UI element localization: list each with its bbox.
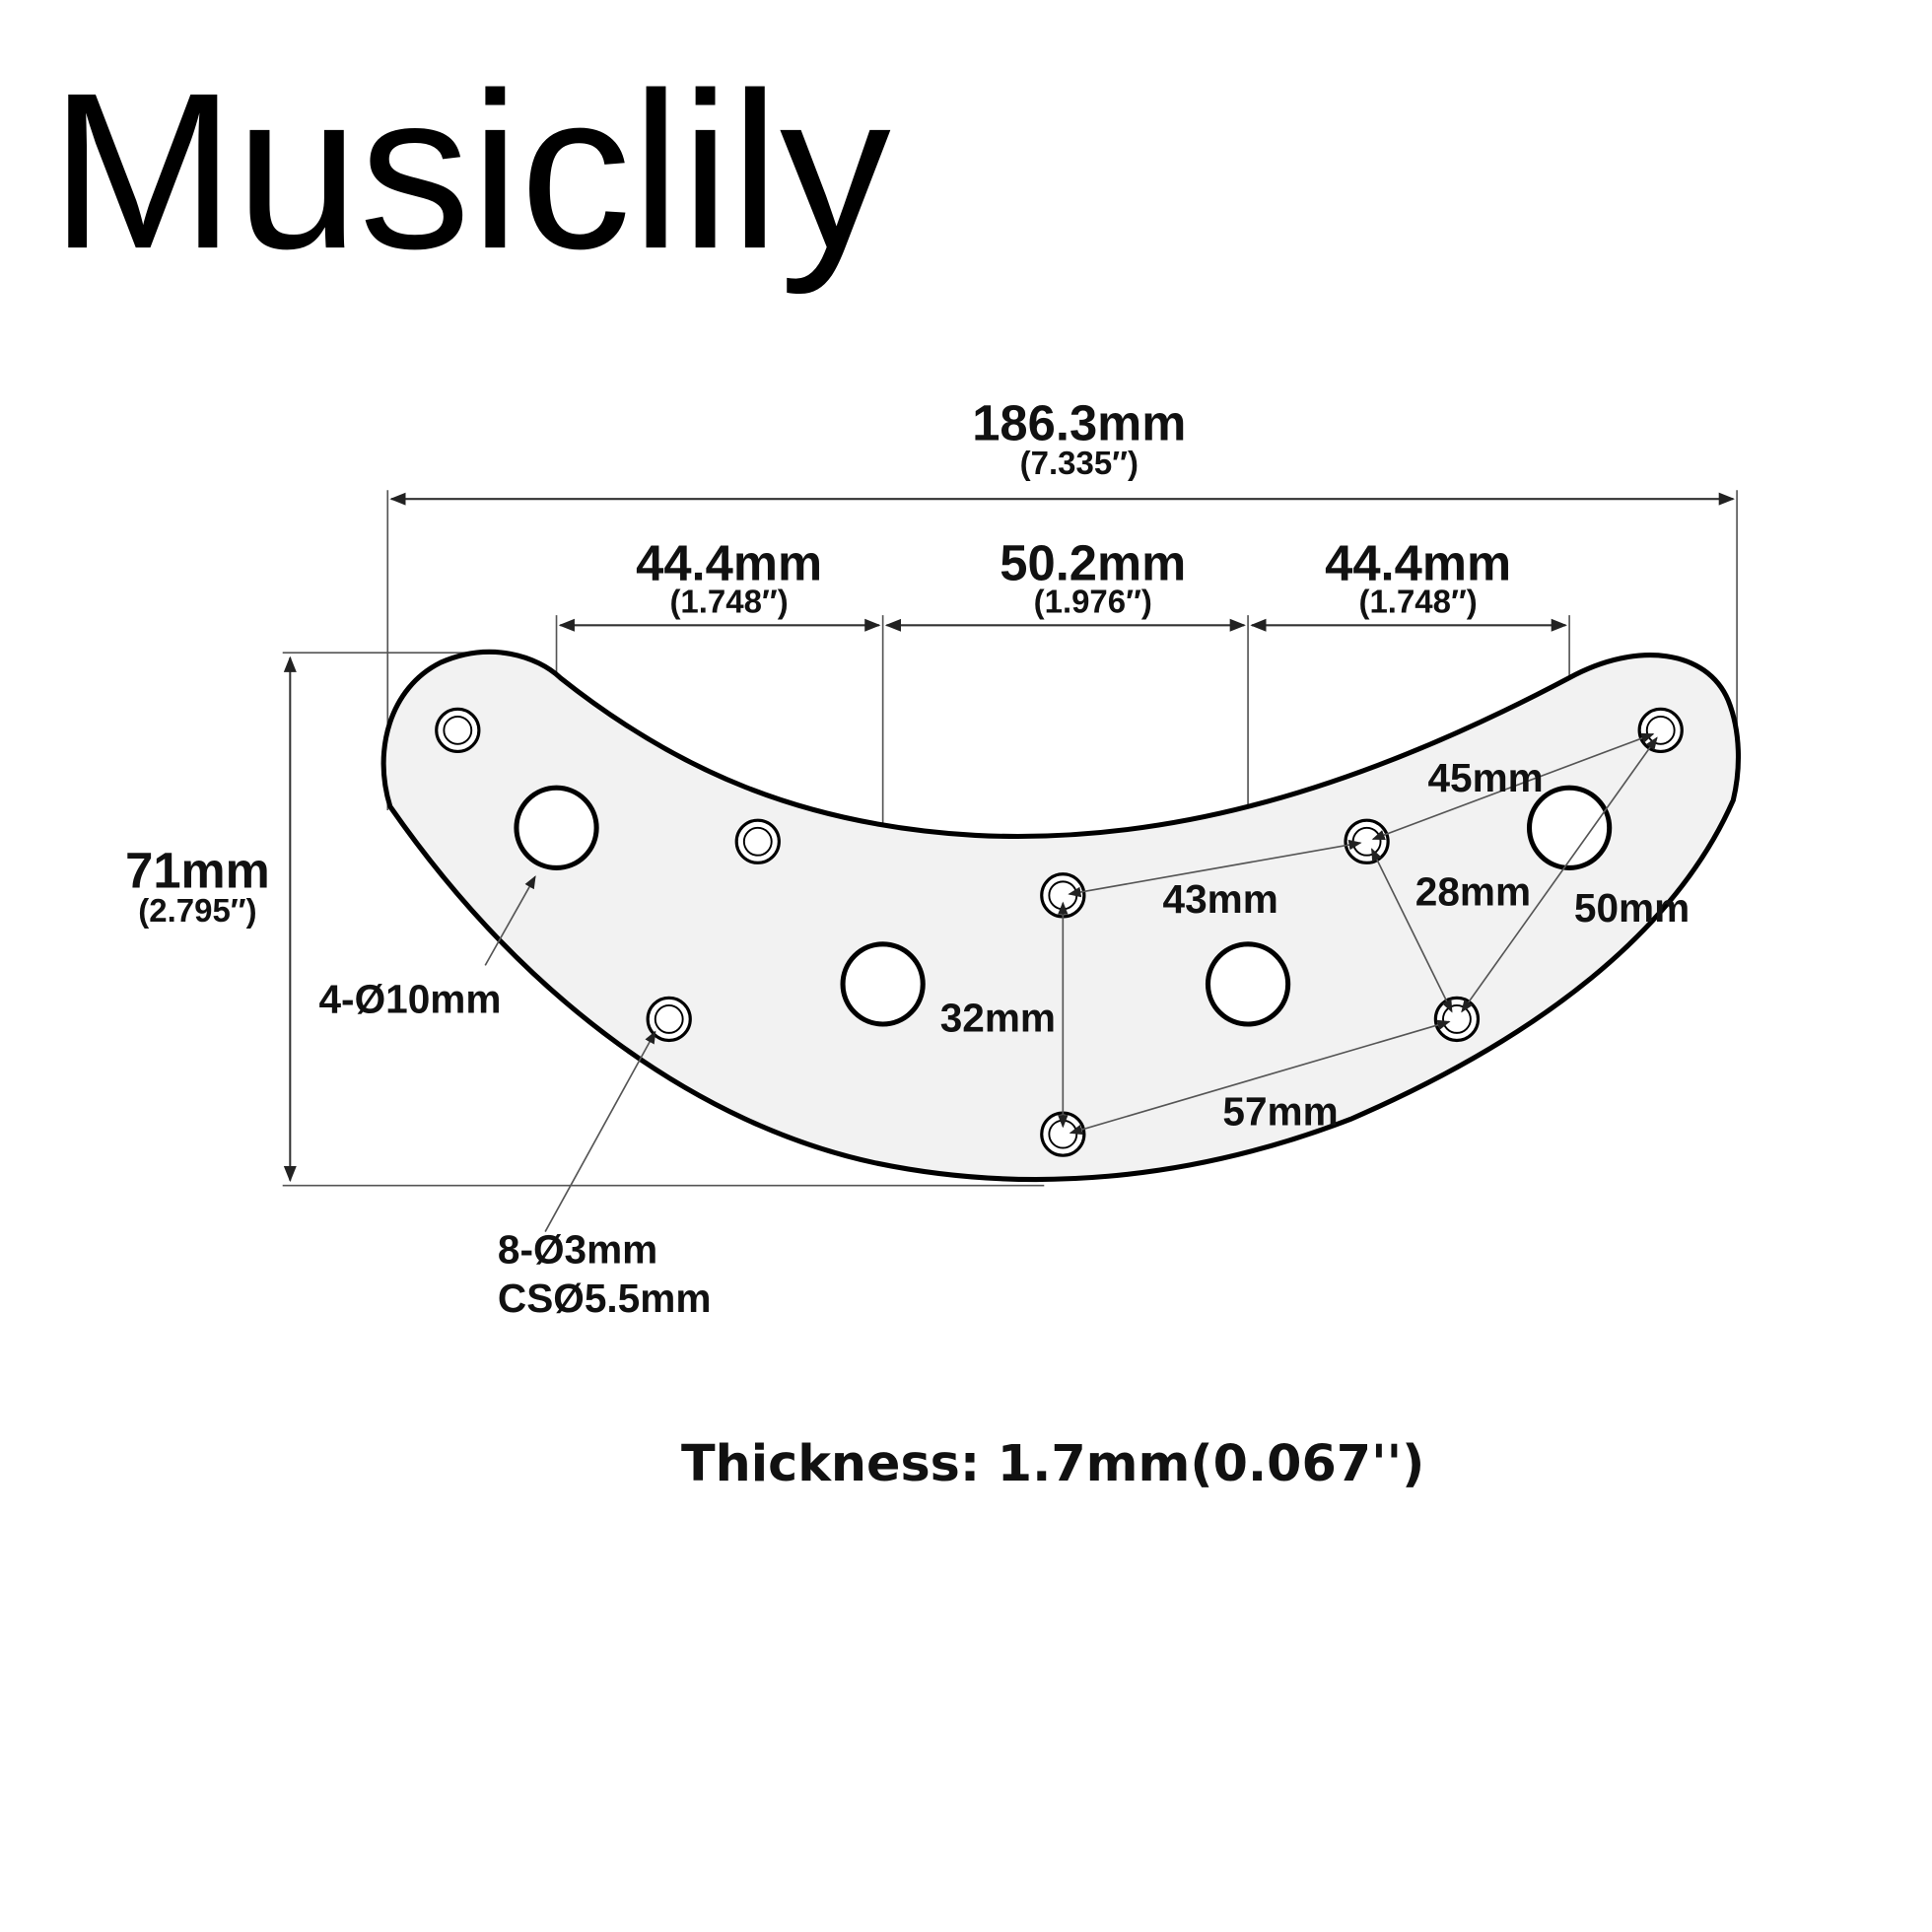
spacing-right-mm: 44.4mm <box>1325 535 1511 591</box>
measure-label-45: 45mm <box>1427 755 1543 800</box>
measure-label-32: 32mm <box>940 996 1056 1041</box>
spacing-left-inch: (1.748″) <box>669 584 788 620</box>
screw-hole-2 <box>734 818 781 864</box>
screw-hole-callout-line2: CSØ5.5mm <box>498 1276 712 1321</box>
brand-title: Musiclily <box>50 46 891 295</box>
measure-line-28 <box>1370 848 1453 1013</box>
leader-large-hole <box>484 875 536 966</box>
spacing-right-inch: (1.748″) <box>1358 584 1477 620</box>
measure-label-57: 57mm <box>1222 1089 1338 1135</box>
overall-width-inch: (7.335″) <box>1020 445 1138 481</box>
large-hole-2 <box>840 941 926 1027</box>
spacing-left-mm: 44.4mm <box>636 535 822 591</box>
large-hole-3 <box>1205 941 1291 1027</box>
large-hole-callout: 4-Ø10mm <box>318 977 501 1022</box>
measure-label-28: 28mm <box>1415 868 1531 914</box>
height-inch: (2.795″) <box>138 892 256 929</box>
thickness-note: Thickness: 1.7mm(0.067'') <box>681 1434 1424 1492</box>
measure-label-50: 50mm <box>1574 885 1690 931</box>
screw-hole-callout-line1: 8-Ø3mm <box>498 1226 657 1272</box>
screw-hole-1 <box>435 707 481 754</box>
overall-width-mm: 186.3mm <box>972 395 1186 451</box>
measure-line-43 <box>1068 839 1362 898</box>
screw-hole-6 <box>1344 818 1390 864</box>
measure-line-50 <box>1461 736 1658 1013</box>
spacing-center-mm: 50.2mm <box>1000 535 1186 591</box>
leader-screw-hole <box>544 1030 656 1232</box>
screw-hole-7 <box>1433 996 1481 1043</box>
screw-hole-3 <box>646 996 692 1043</box>
height-mm: 71mm <box>125 843 270 899</box>
spacing-center-inch: (1.976″) <box>1034 584 1152 620</box>
measure-label-43: 43mm <box>1163 876 1278 922</box>
large-hole-1 <box>514 785 599 870</box>
measure-line-57 <box>1069 1019 1451 1136</box>
screw-hole-8 <box>1637 707 1684 754</box>
